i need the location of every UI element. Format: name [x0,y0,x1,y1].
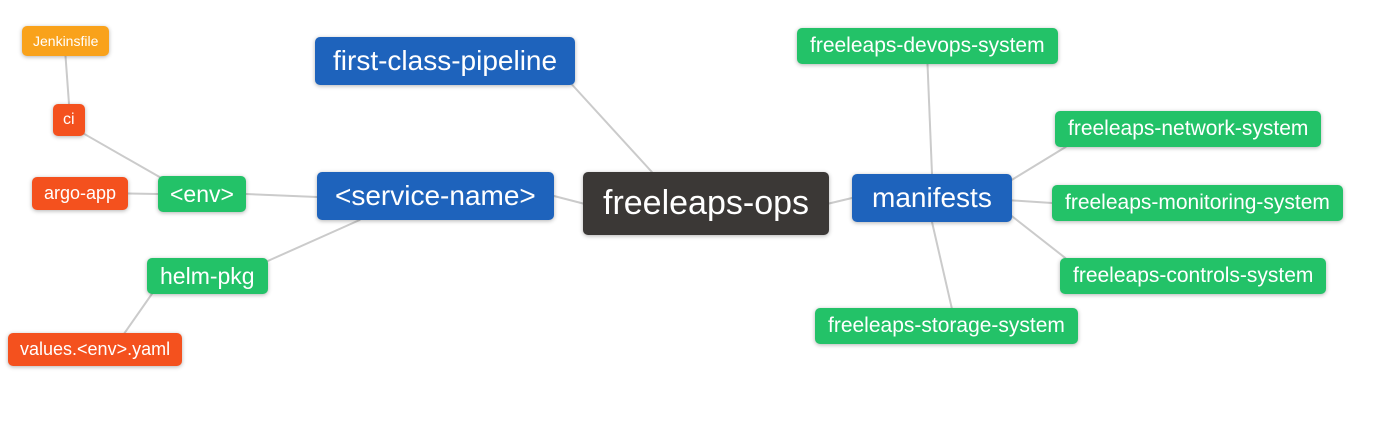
edge-service-name-to-helm-pkg [267,219,361,262]
node-service-name[interactable]: <service-name> [317,172,554,221]
edge-manifests-to-controls-system [1011,215,1067,259]
edge-manifests-to-monitoring-system [1011,199,1053,204]
edge-helm-pkg-to-values-env-yaml [123,293,153,334]
node-manifests[interactable]: manifests [852,174,1012,223]
node-env[interactable]: <env> [158,176,246,213]
node-freeleaps-ops[interactable]: freeleaps-ops [583,172,830,236]
node-helm-pkg[interactable]: helm-pkg [147,258,268,295]
node-ci[interactable]: ci [53,104,85,137]
node-network-system[interactable]: freeleaps-network-system [1055,111,1322,148]
edge-env-to-service-name [245,193,318,198]
edge-manifests-to-storage-system [931,221,953,309]
edge-jenkinsfile-to-ci [64,55,70,105]
edge-manifests-to-network-system [1011,146,1067,181]
edge-first-class-pipeline-to-freeleaps-ops [571,84,653,173]
edge-argo-app-to-env [127,192,159,195]
edge-service-name-to-freeleaps-ops [553,195,584,205]
node-values-env-yaml[interactable]: values.<env>.yaml [8,333,183,366]
edge-freeleaps-ops-to-manifests [828,197,853,205]
node-first-class-pipeline[interactable]: first-class-pipeline [315,37,576,86]
edge-ci-to-env [82,132,163,180]
node-controls-system[interactable]: freeleaps-controls-system [1060,258,1327,295]
node-argo-app[interactable]: argo-app [32,177,129,210]
edge-manifests-to-devops-system [926,63,933,175]
node-devops-system[interactable]: freeleaps-devops-system [797,28,1058,65]
node-storage-system[interactable]: freeleaps-storage-system [815,308,1078,345]
node-monitoring-system[interactable]: freeleaps-monitoring-system [1052,185,1343,222]
node-jenkinsfile[interactable]: Jenkinsfile [22,26,110,57]
